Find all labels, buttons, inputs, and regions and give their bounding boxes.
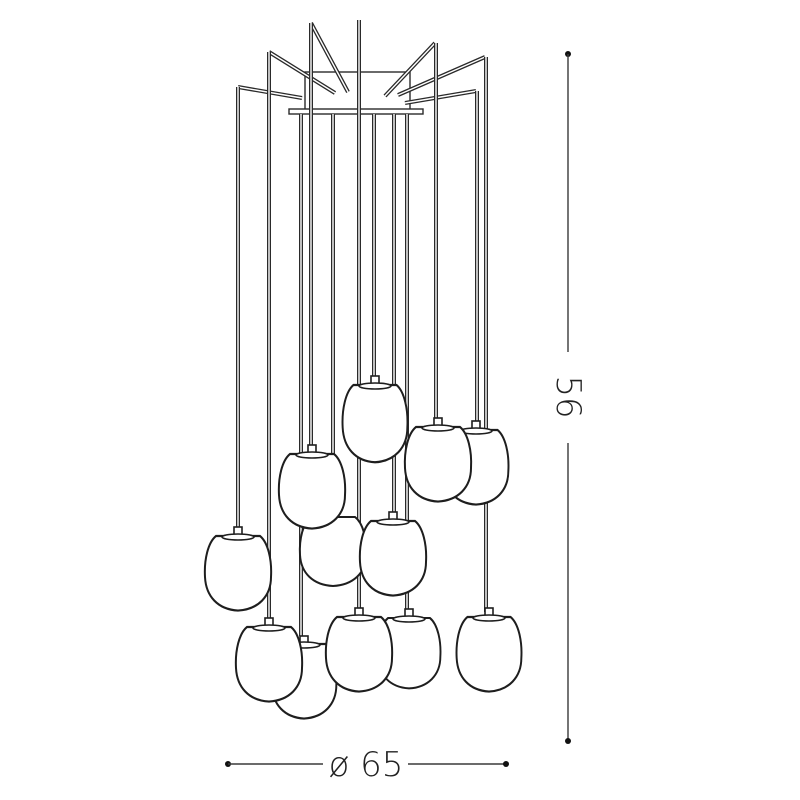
shade-back-3 [376,608,442,690]
height-label: 56 [548,375,588,418]
shade-front-7 [455,607,523,693]
diameter-dimension: ø 65 [225,745,509,785]
diameter-label: ø 65 [329,745,404,785]
top-arms [237,22,486,105]
shade-front-3 [358,511,428,597]
shade-front-5 [234,617,304,703]
shade-top-center [341,375,409,464]
shade-front-1 [277,444,347,530]
shade-front-6 [324,607,394,693]
height-dimension: 56 [548,51,588,744]
shades [203,375,523,720]
shade-front-4 [203,526,273,612]
shade-front-2 [403,417,473,503]
